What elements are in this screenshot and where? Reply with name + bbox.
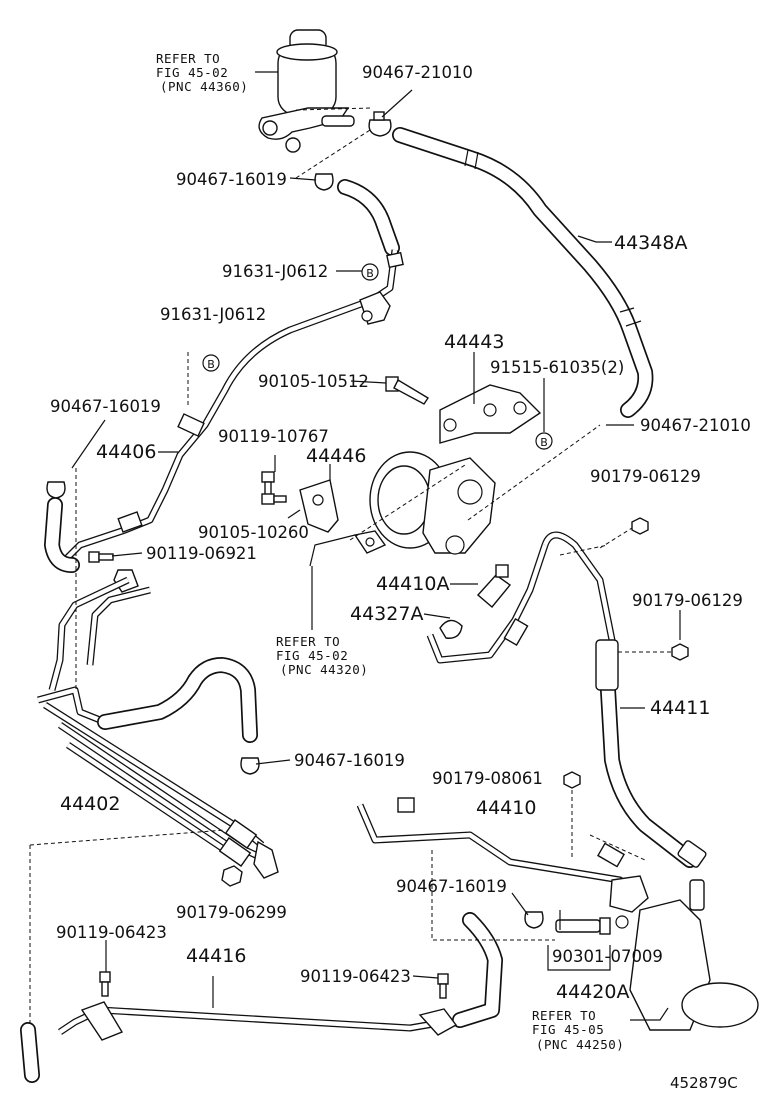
label-44416: 44416	[186, 945, 246, 967]
label-90301-07009: 90301-07009	[552, 947, 663, 966]
label-90119-06423-a: 90119-06423	[56, 923, 167, 942]
label-90119-06423-b: 90119-06423	[300, 967, 411, 986]
label-90467-21010-mid: 90467-21010	[640, 416, 751, 435]
label-91631-J0612-a: 91631-J0612	[222, 262, 328, 281]
label-90105-10512: 90105-10512	[258, 372, 369, 391]
pipe-44410[interactable]	[356, 797, 649, 913]
label-44446: 44446	[306, 445, 366, 467]
label-44410A: 44410A	[376, 573, 449, 595]
svg-text:FIG 45-02: FIG 45-02	[156, 65, 228, 80]
label-44411: 44411	[650, 697, 710, 719]
nut-90179-06129-b[interactable]	[671, 643, 689, 661]
svg-text:(PNC 44360): (PNC 44360)	[160, 79, 248, 94]
pipe-bracket-left[interactable]	[48, 569, 151, 691]
svg-text:B: B	[540, 436, 548, 449]
nut-90179-06299[interactable]	[221, 865, 243, 887]
hose-upper-small[interactable]	[337, 179, 400, 256]
leader-lines	[29, 71, 681, 1025]
svg-text:B: B	[207, 358, 215, 371]
union-44420A[interactable]	[555, 917, 611, 935]
label-44348A: 44348A	[614, 232, 687, 254]
pipe-44406[interactable]	[62, 249, 404, 563]
hose-return-middle[interactable]	[97, 657, 260, 775]
clamp-90467-21010-top[interactable]	[368, 111, 392, 137]
bolt-90105-10512[interactable]	[385, 376, 429, 405]
steering-gear-part[interactable]	[597, 842, 759, 1031]
label-44402: 44402	[60, 793, 120, 815]
label-90119-06921: 90119-06921	[146, 544, 257, 563]
label-90179-08061: 90179-08061	[432, 769, 543, 788]
label-90467-16019-d: 90467-16019	[396, 877, 507, 896]
nut-90179-06129-a[interactable]	[631, 517, 649, 535]
bracket-44446[interactable]	[299, 479, 339, 533]
label-44420A: 44420A	[556, 981, 629, 1003]
svg-text:(PNC 44320): (PNC 44320)	[280, 662, 368, 677]
label-90179-06129-b: 90179-06129	[632, 591, 743, 610]
svg-text:(PNC 44250): (PNC 44250)	[536, 1037, 624, 1052]
reference-note-44250: REFER TO FIG 45-05 (PNC 44250)	[532, 1008, 624, 1052]
bolt-90119-10767[interactable]	[261, 471, 275, 497]
bolt-90119-06921[interactable]	[88, 551, 114, 563]
label-90179-06129-a: 90179-06129	[590, 467, 701, 486]
bracket-44443[interactable]	[439, 384, 542, 444]
bolt-90119-06423-b[interactable]	[437, 973, 449, 999]
hose-44416[interactable]	[20, 911, 544, 1083]
union-44410A[interactable]	[476, 564, 512, 608]
svg-text:FIG 45-05: FIG 45-05	[532, 1022, 604, 1037]
hose-44411[interactable]	[426, 531, 707, 868]
label-90467-16019-b: 90467-16019	[50, 397, 161, 416]
clamp-90467-16019-a[interactable]	[314, 173, 334, 191]
label-44327A: 44327A	[350, 603, 423, 625]
hose-44348A[interactable]	[392, 127, 654, 418]
bolt-90119-06423-a[interactable]	[99, 971, 111, 997]
oring-44327A[interactable]	[439, 619, 463, 639]
reservoir-part[interactable]	[258, 29, 355, 153]
marker-b-2: B	[202, 354, 220, 372]
label-90467-16019-a: 90467-16019	[176, 170, 287, 189]
pipe-44402[interactable]	[37, 686, 279, 879]
nut-90179-08061[interactable]	[563, 771, 581, 789]
label-90119-10767: 90119-10767	[218, 427, 329, 446]
label-90179-06299: 90179-06299	[176, 903, 287, 922]
label-91515-61035: 91515-61035(2)	[490, 358, 624, 377]
svg-text:FIG 45-02: FIG 45-02	[276, 648, 348, 663]
label-44410: 44410	[476, 797, 536, 819]
svg-text:REFER TO: REFER TO	[156, 51, 220, 66]
reference-note-44320: REFER TO FIG 45-02 (PNC 44320)	[276, 634, 368, 677]
label-90467-16019-c: 90467-16019	[294, 751, 405, 770]
svg-text:REFER TO: REFER TO	[276, 634, 340, 649]
svg-text:REFER TO: REFER TO	[532, 1008, 596, 1023]
pump-part[interactable]	[353, 451, 496, 555]
label-44406: 44406	[96, 441, 156, 463]
label-90105-10260: 90105-10260	[198, 523, 309, 542]
label-90467-21010-top: 90467-21010	[362, 63, 473, 82]
bolt-90105-10260[interactable]	[261, 493, 287, 505]
label-91631-J0612-b: 91631-J0612	[160, 305, 266, 324]
marker-b-1: B	[361, 263, 379, 281]
label-44443: 44443	[444, 331, 504, 353]
figure-code: 452879C	[670, 1074, 738, 1092]
svg-text:B: B	[366, 267, 374, 280]
marker-b-3: B	[535, 432, 553, 450]
reference-note-44360: REFER TO FIG 45-02 (PNC 44360)	[156, 51, 248, 94]
hose-left-stub[interactable]	[44, 481, 80, 573]
